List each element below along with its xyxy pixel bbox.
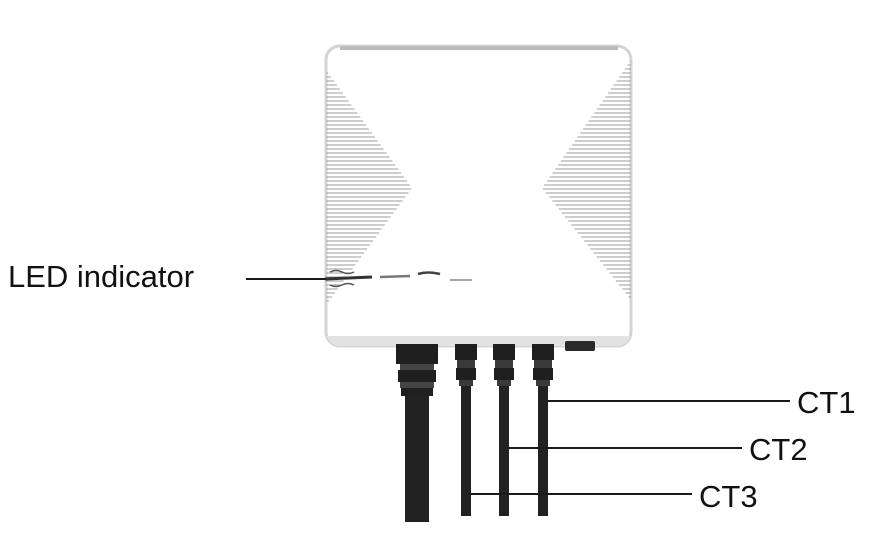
led-indicator-mark	[324, 269, 472, 288]
power-cable	[396, 344, 438, 522]
ct2-label: CT2	[749, 432, 808, 467]
right-hatched-panel	[542, 60, 631, 300]
ct3-label: CT3	[699, 479, 758, 514]
ct1-label: CT1	[797, 385, 856, 420]
left-hatched-panel	[326, 70, 412, 305]
side-connector	[565, 341, 595, 351]
ct-cable-right	[532, 344, 554, 516]
device-body	[324, 44, 633, 351]
top-edge-strip	[340, 46, 618, 50]
led-indicator-label: LED indicator	[8, 259, 194, 294]
leader-lines	[246, 278, 790, 495]
ct-cable-left	[455, 344, 477, 516]
bottom-edge-strip	[326, 336, 631, 346]
ct-cable-middle	[493, 344, 515, 516]
